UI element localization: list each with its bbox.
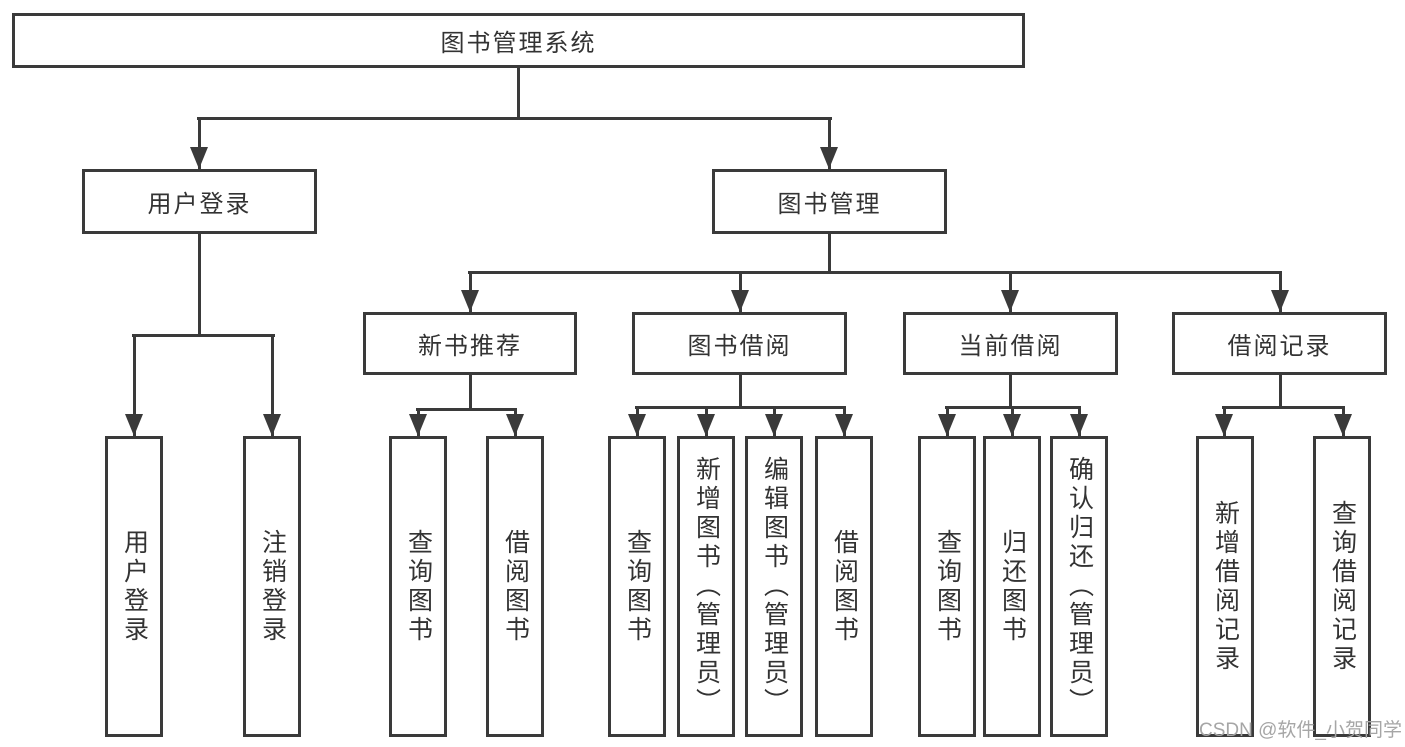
leaf-borrow-books-borrow-label: 借阅图书 [830,528,859,645]
leaf-confirm-return-admin-label: 确认归还（管理员） [1065,456,1094,717]
leaf-add-borrow-record-label: 新增借阅记录 [1211,499,1240,674]
arrow-down-icon [190,147,208,169]
node-book-management: 图书管理 [712,169,947,234]
connector-line [739,375,742,409]
leaf-query-books-current: 查询图书 [918,436,976,737]
leaf-confirm-return-admin: 确认归还（管理员） [1050,436,1108,737]
leaf-borrow-books-recommend: 借阅图书 [486,436,544,737]
connector-line [132,334,275,337]
arrow-down-icon [1001,290,1019,312]
node-user-login-label: 用户登录 [147,191,252,218]
connector-line [828,234,831,274]
leaf-query-books-borrow-label: 查询图书 [623,528,652,645]
connector-line [197,117,832,120]
leaf-add-books-admin: 新增图书（管理员） [677,436,735,737]
leaf-logout: 注销登录 [243,436,301,737]
arrow-down-icon [1334,414,1352,436]
node-new-book-recommend-label: 新书推荐 [418,333,522,360]
node-new-book-recommend: 新书推荐 [363,312,577,375]
leaf-query-borrow-record: 查询借阅记录 [1313,436,1371,737]
node-library-system-label: 图书管理系统 [440,30,597,57]
csdn-watermark: CSDN @软件_小贺同学 [1199,720,1402,741]
arrow-down-icon [731,290,749,312]
connector-line [271,334,274,436]
connector-line [416,408,517,411]
arrow-down-icon [820,147,838,169]
leaf-return-books-label: 归还图书 [998,528,1027,645]
leaf-query-books-borrow: 查询图书 [608,436,666,737]
connector-line [133,334,136,436]
connector-line [1279,375,1282,409]
arrow-down-icon [765,414,783,436]
connector-line [1009,375,1012,409]
leaf-borrow-books-borrow: 借阅图书 [815,436,873,737]
arrow-down-icon [628,414,646,436]
arrow-down-icon [697,414,715,436]
node-current-borrowing: 当前借阅 [903,312,1118,375]
node-book-borrowing-label: 图书借阅 [687,333,792,360]
node-book-borrowing: 图书借阅 [632,312,847,375]
arrow-down-icon [1070,414,1088,436]
connector-line [469,375,472,411]
arrow-down-icon [835,414,853,436]
leaf-query-books-recommend-label: 查询图书 [404,528,433,645]
node-user-login: 用户登录 [82,169,317,234]
connector-line [198,234,201,337]
arrow-down-icon [125,414,143,436]
connector-line [198,117,201,169]
leaf-logout-label: 注销登录 [258,528,287,645]
leaf-add-books-admin-label: 新增图书（管理员） [692,456,721,717]
connector-line [635,406,846,409]
leaf-borrow-books-recommend-label: 借阅图书 [501,528,530,645]
connector-line [517,67,520,120]
arrow-down-icon [1271,290,1289,312]
arrow-down-icon [506,414,524,436]
leaf-return-books: 归还图书 [983,436,1041,737]
leaf-user-login: 用户登录 [105,436,163,737]
node-current-borrowing-label: 当前借阅 [958,333,1063,360]
arrow-down-icon [461,290,479,312]
arrow-down-icon [1003,414,1021,436]
node-library-system: 图书管理系统 [12,13,1025,68]
node-book-management-label: 图书管理 [777,191,882,218]
arrow-down-icon [409,414,427,436]
leaf-add-borrow-record: 新增借阅记录 [1196,436,1254,737]
leaf-edit-books-admin: 编辑图书（管理员） [745,436,803,737]
leaf-edit-books-admin-label: 编辑图书（管理员） [760,456,789,717]
leaf-user-login-label: 用户登录 [120,528,149,645]
arrow-down-icon [1215,414,1233,436]
arrow-down-icon [938,414,956,436]
leaf-query-books-recommend: 查询图书 [389,436,447,737]
leaf-query-borrow-record-label: 查询借阅记录 [1328,499,1357,674]
connector-line [1222,406,1345,409]
arrow-down-icon [263,414,281,436]
connector-line [828,117,831,169]
node-borrow-records-label: 借阅记录 [1227,333,1332,360]
leaf-query-books-current-label: 查询图书 [933,528,962,645]
node-borrow-records: 借阅记录 [1172,312,1387,375]
connector-line [468,271,1282,274]
